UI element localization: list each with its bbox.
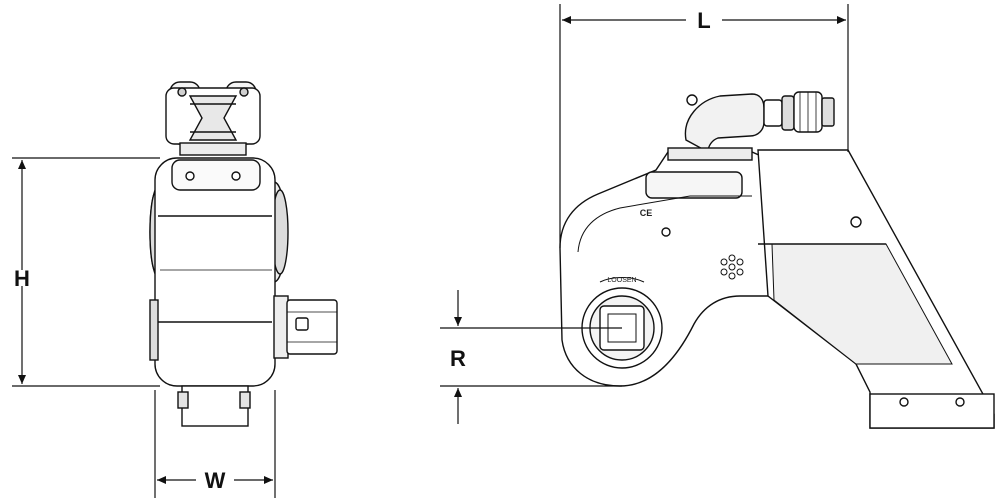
length-label: L xyxy=(697,8,710,33)
dimension-w xyxy=(154,390,276,498)
vent-rosette xyxy=(720,254,744,280)
front-view: LOOSEN CE xyxy=(559,91,995,429)
housing xyxy=(154,157,276,387)
hose-swivel xyxy=(684,91,835,154)
bottom-block xyxy=(177,385,251,427)
reaction-arm xyxy=(757,149,995,429)
width-label: W xyxy=(205,468,226,493)
radius-label: R xyxy=(450,346,466,371)
dimension-r xyxy=(440,290,622,424)
height-label: H xyxy=(14,266,30,291)
dimension-h xyxy=(12,157,160,387)
square-drive xyxy=(273,295,338,359)
dimension-l xyxy=(559,4,849,248)
loosen-label: LOOSEN xyxy=(607,277,636,284)
side-view xyxy=(149,81,338,427)
ce-mark: CE xyxy=(640,208,653,218)
swivel-fitting xyxy=(165,81,261,156)
